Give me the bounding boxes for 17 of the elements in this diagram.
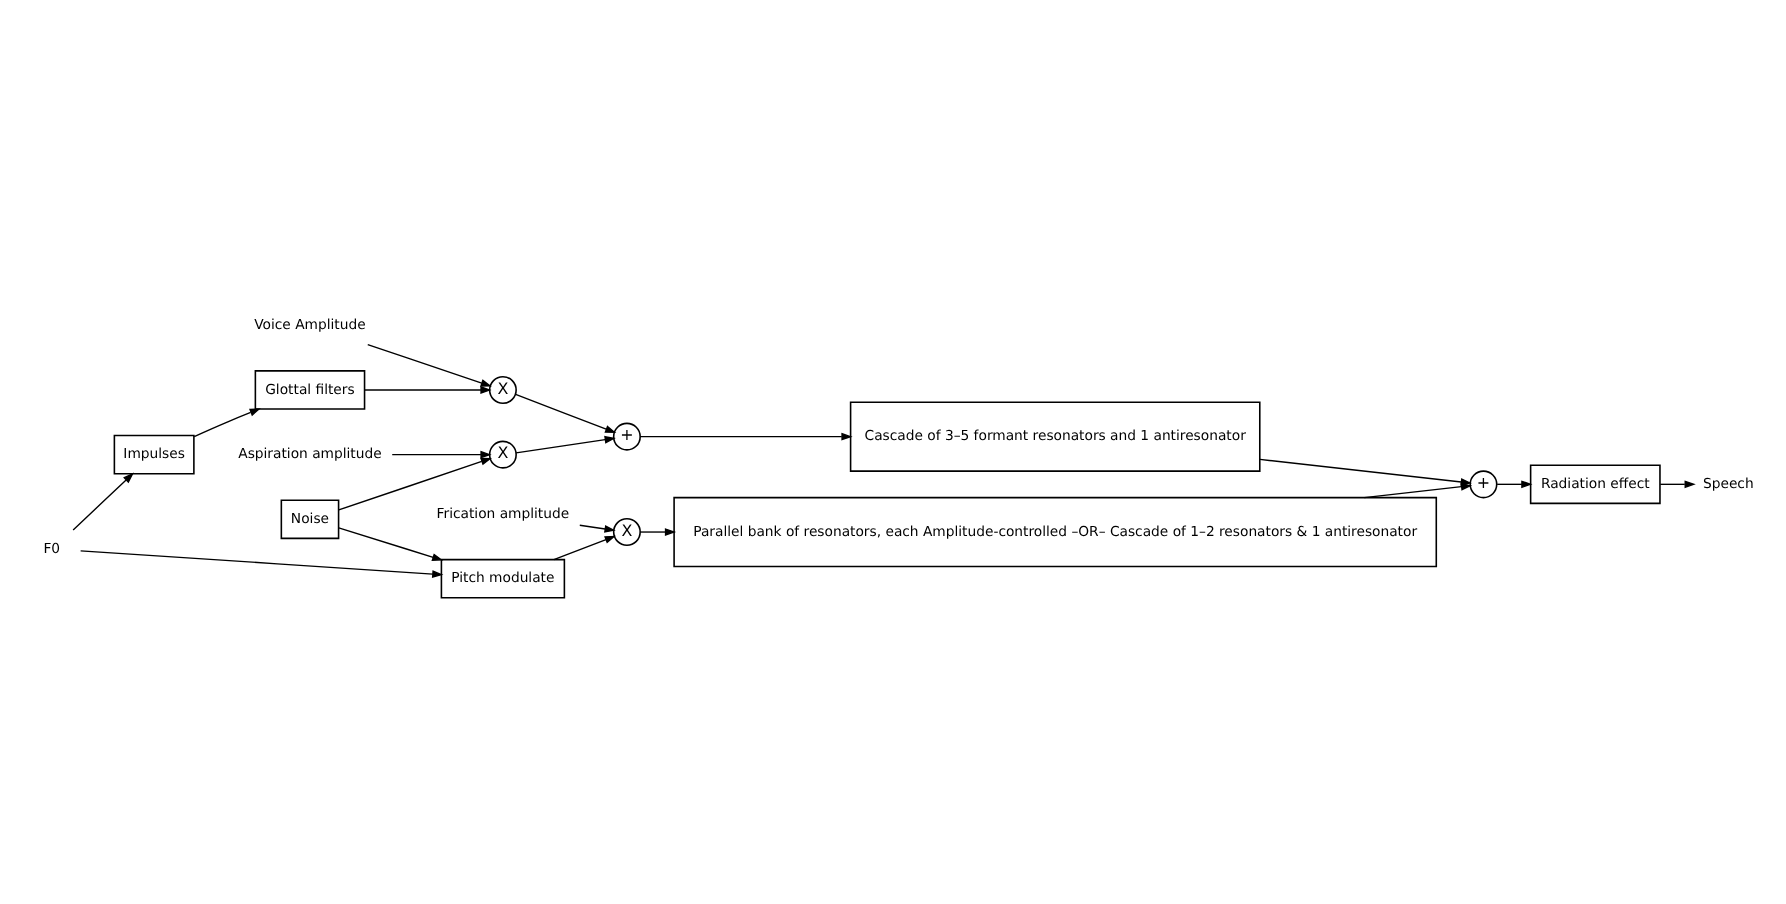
arrow [514, 393, 617, 433]
arrow [1659, 480, 1696, 489]
arrow [553, 535, 616, 561]
arrow [193, 408, 261, 438]
arrow [338, 527, 444, 561]
arrow [367, 343, 492, 387]
arrow [391, 450, 492, 459]
arrow [338, 457, 493, 511]
arrow [72, 472, 134, 531]
arrow [364, 386, 492, 394]
arrow [639, 432, 853, 441]
arrow [1496, 480, 1533, 489]
arrow [515, 435, 616, 454]
arrow [639, 528, 677, 536]
arrow [79, 550, 444, 578]
arrow [1363, 482, 1473, 499]
arrow [579, 524, 616, 533]
